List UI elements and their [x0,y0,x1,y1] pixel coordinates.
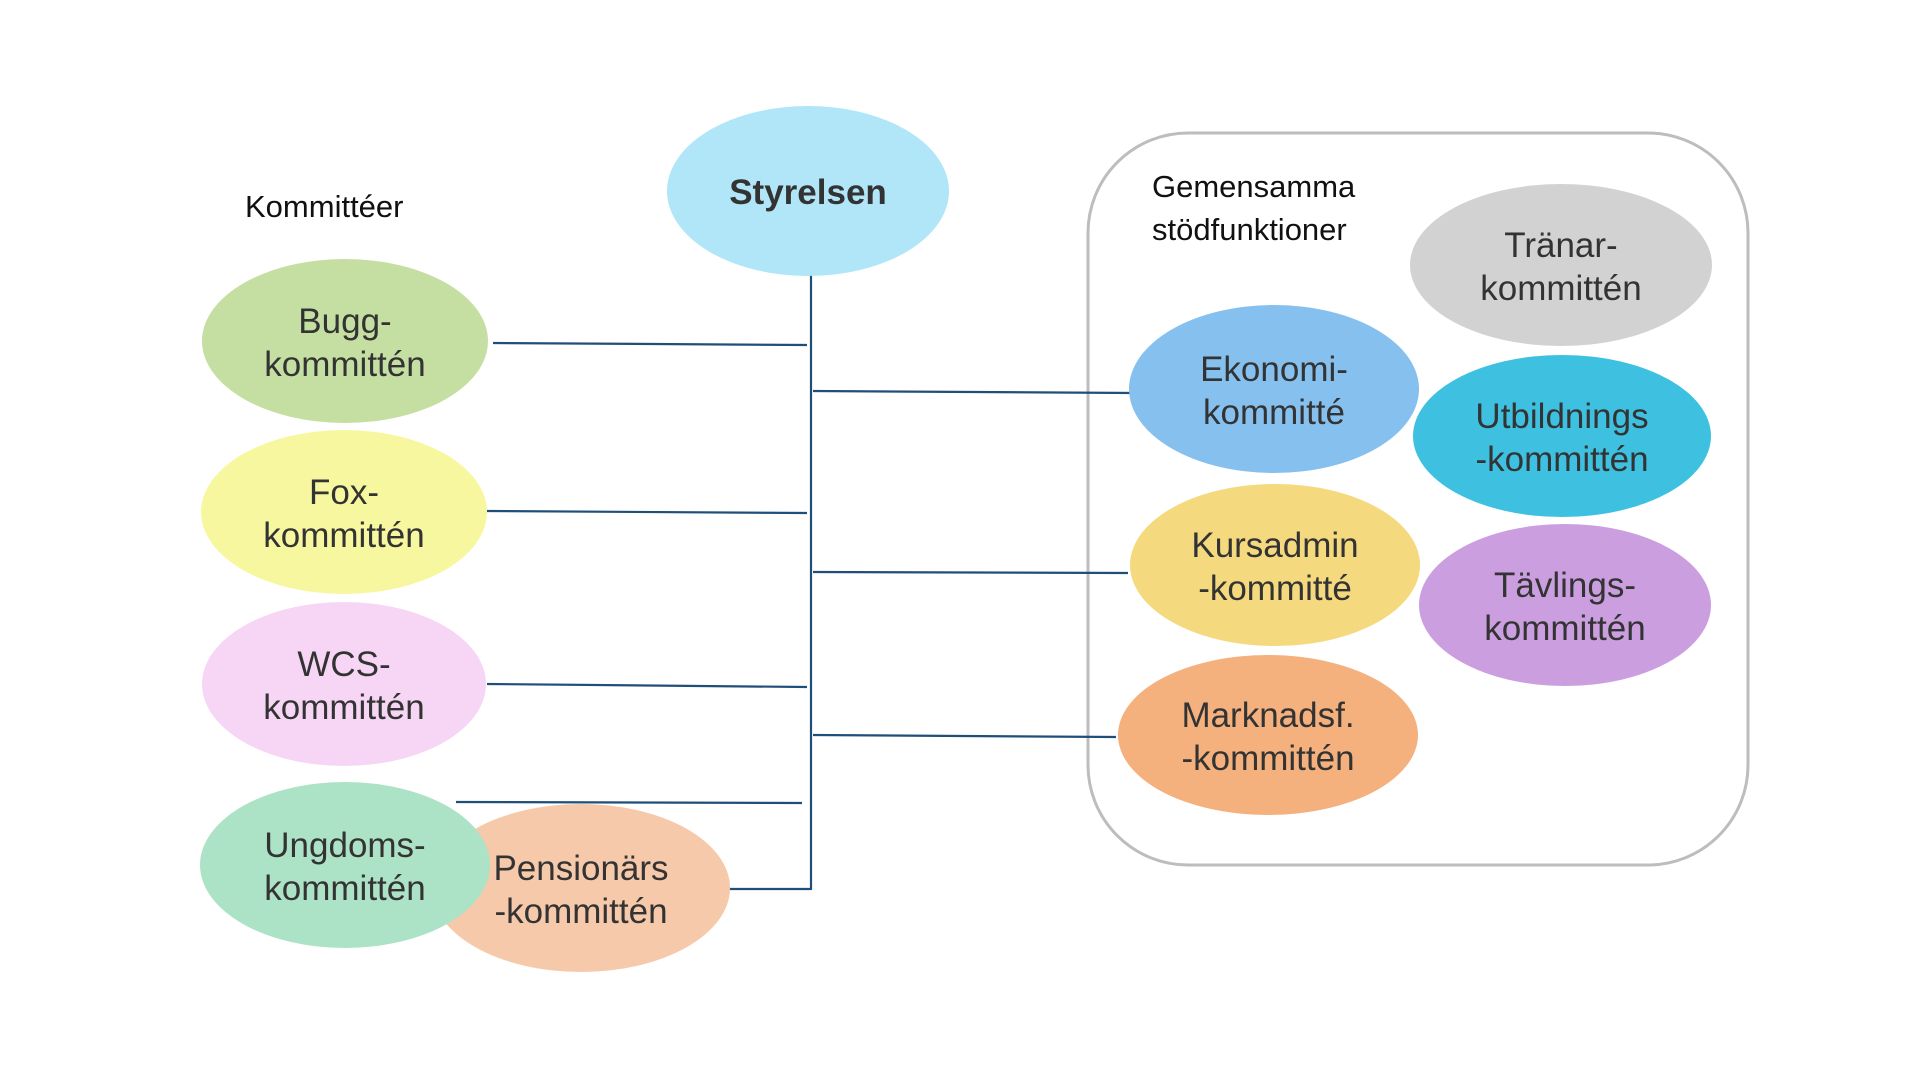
node-wcs-label-line1: WCS- [297,645,390,684]
node-kursadmin-label-line1: Kursadmin [1191,526,1358,565]
node-tranar-label-line2: kommittén [1480,269,1641,308]
committees-heading: Kommittéer [245,189,403,224]
node-styrelsen: Styrelsen [667,106,949,276]
support-functions-heading-line2: stödfunktioner [1152,212,1347,247]
connector-fox [486,509,808,515]
node-tranar-shape [1410,184,1712,346]
connectors [455,275,1136,891]
node-ungdoms-label-line2: kommittén [264,869,425,908]
connector-ungdoms [455,800,803,805]
node-kursadmin-shape [1130,484,1420,646]
node-utbildnings-label-line2: -kommittén [1475,440,1648,479]
node-wcs-shape [202,602,486,766]
node-ekonomi-label-line1: Ekonomi- [1200,350,1348,389]
support-functions-heading-line1: Gemensamma [1152,169,1356,204]
node-bugg-label-line1: Bugg- [298,302,391,341]
node-utbildnings-shape [1413,355,1711,517]
node-pensionars-label-line2: -kommittén [494,892,667,931]
node-bugg-label-line2: kommittén [264,345,425,384]
connector-marknadsf [812,733,1117,739]
node-tranar: Tränar- kommittén [1410,184,1712,346]
node-marknadsf-label-line1: Marknadsf. [1181,696,1354,735]
node-ekonomi: Ekonomi- kommitté [1129,305,1419,473]
node-styrelsen-label: Styrelsen [729,173,887,212]
node-pensionars: Pensionärs -kommittén [432,804,730,972]
node-tranar-label-line1: Tränar- [1504,226,1617,265]
connector-kursadmin [812,570,1129,575]
node-ekonomi-shape [1129,305,1419,473]
node-tavlings: Tävlings- kommittén [1419,524,1711,686]
node-fox: Fox- kommittén [201,430,487,594]
node-tavlings-label-line2: kommittén [1484,609,1645,648]
node-bugg-shape [202,259,488,423]
node-tavlings-label-line1: Tävlings- [1494,566,1636,605]
connector-wcs [486,682,808,689]
support-functions-group [1086,131,1750,867]
connector-ekonomi [812,389,1136,395]
node-fox-label-line1: Fox- [309,473,379,512]
node-kursadmin: Kursadmin -kommitté [1130,484,1420,646]
node-pensionars-label-line1: Pensionärs [493,849,668,888]
node-marknadsf-label-line2: -kommittén [1181,739,1354,778]
node-kursadmin-label-line2: -kommitté [1198,569,1352,608]
node-ungdoms-label-line1: Ungdoms- [264,826,425,865]
node-marknadsf: Marknadsf. -kommittén [1118,655,1418,815]
node-fox-label-line2: kommittén [263,516,424,555]
node-marknadsf-shape [1118,655,1418,815]
node-ungdoms: Ungdoms- kommittén [200,782,490,948]
node-bugg: Bugg- kommittén [202,259,488,423]
node-utbildnings-label-line1: Utbildnings [1475,397,1648,436]
node-ungdoms-shape [200,782,490,948]
node-pensionars-shape [432,804,730,972]
node-utbildnings: Utbildnings -kommittén [1413,355,1711,517]
node-fox-shape [201,430,487,594]
node-wcs-label-line2: kommittén [263,688,424,727]
node-tavlings-shape [1419,524,1711,686]
node-ekonomi-label-line2: kommitté [1203,393,1345,432]
connector-bugg [492,341,808,347]
node-styrelsen-shape [667,106,949,276]
node-wcs: WCS- kommittén [202,602,486,766]
